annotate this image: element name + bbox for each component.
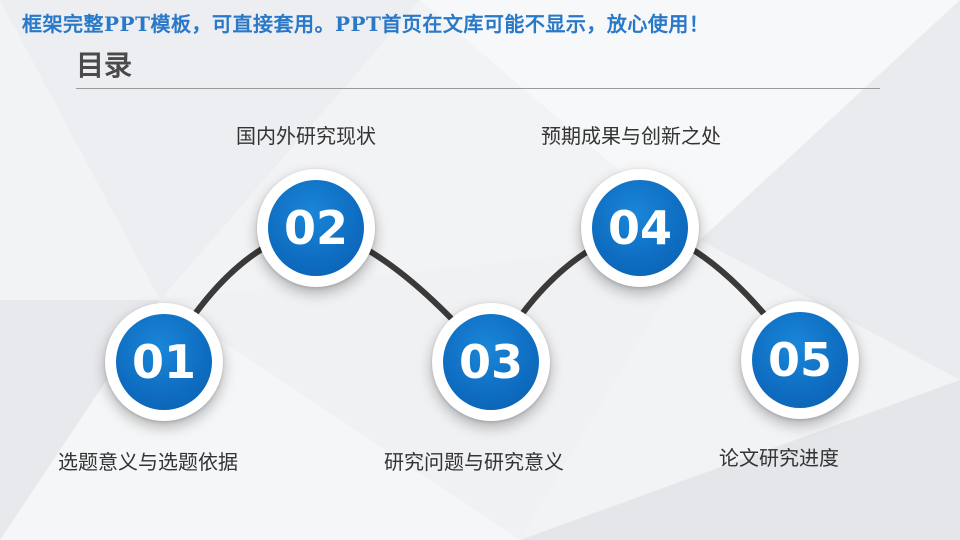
node-01[interactable]: 01 xyxy=(105,303,223,421)
title-divider xyxy=(76,88,880,89)
node-02[interactable]: 02 xyxy=(257,169,375,287)
label-04: 预期成果与创新之处 xyxy=(541,124,721,148)
label-02: 国内外研究现状 xyxy=(236,124,376,148)
node-number: 04 xyxy=(592,180,688,276)
node-05[interactable]: 05 xyxy=(741,301,859,419)
node-number: 02 xyxy=(268,180,364,276)
node-number: 03 xyxy=(443,314,539,410)
label-05: 论文研究进度 xyxy=(719,446,839,470)
node-number: 01 xyxy=(116,314,212,410)
label-03: 研究问题与研究意义 xyxy=(384,450,564,474)
page-title: 目录 xyxy=(76,49,133,82)
label-01: 选题意义与选题依据 xyxy=(58,450,238,474)
node-04[interactable]: 04 xyxy=(581,169,699,287)
node-number: 05 xyxy=(752,312,848,408)
banner-notice: 框架完整PPT模板，可直接套用。PPT首页在文库可能不显示，放心使用！ xyxy=(22,12,710,36)
node-03[interactable]: 03 xyxy=(432,303,550,421)
